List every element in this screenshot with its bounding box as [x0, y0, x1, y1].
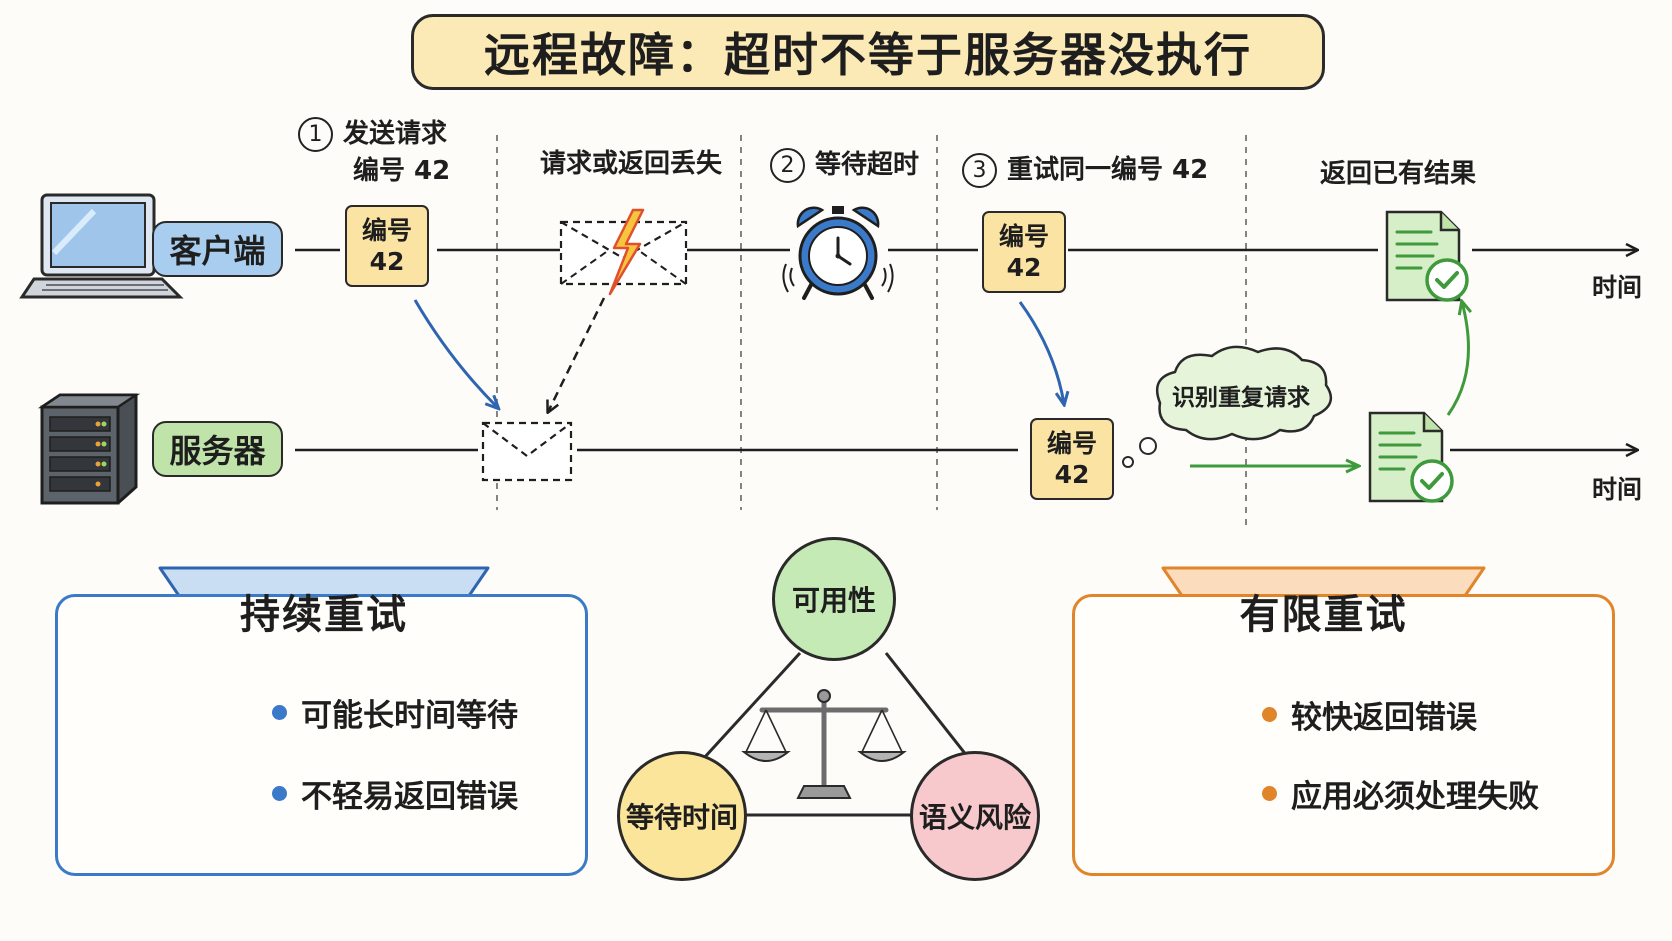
tradeoff-semantic-risk: 语义风险 [910, 751, 1040, 881]
step-number-2: 2 [770, 148, 805, 183]
persistent-retry-panel [55, 594, 588, 876]
client-time-axis-label: 时间 [1592, 273, 1643, 302]
bullet-dot [1262, 707, 1277, 722]
tradeoff-wait-time: 等待时间 [617, 751, 747, 881]
lightning-icon [608, 208, 645, 296]
step-send: 1 发送请求 [298, 117, 447, 152]
request-id-card-server: 编号 42 [1030, 418, 1114, 500]
step-retry-label: 重试同一编号 42 [1007, 155, 1209, 185]
tradeoff-availability: 可用性 [772, 537, 896, 661]
return-result-arrow [1446, 302, 1468, 416]
retry-arrow [1018, 301, 1064, 404]
send-arrow [413, 299, 498, 408]
id-card-value: 42 [369, 247, 405, 276]
id-card-label: 编号 [361, 215, 412, 245]
limited-retry-list: 较快返回错误 应用必须处理失败 [1262, 692, 1539, 816]
list-item-text: 较快返回错误 [1291, 700, 1477, 736]
step-number-1: 1 [298, 117, 333, 152]
dedupe-bubble-text: 识别重复请求 [1172, 385, 1310, 411]
server-time-axis-label: 时间 [1592, 475, 1643, 504]
list-item-text: 可能长时间等待 [301, 698, 518, 734]
step-send-line1: 发送请求 [343, 119, 448, 149]
document-check-icon [1368, 411, 1454, 503]
id-card-label: 编号 [998, 221, 1049, 251]
phase-dividers [496, 135, 1247, 525]
step-number-3: 3 [962, 153, 997, 188]
id-card-value: 42 [1006, 253, 1042, 282]
step-wait-label: 等待超时 [815, 150, 920, 180]
list-item-text: 应用必须处理失败 [1291, 779, 1539, 815]
server-role-label: 服务器 [152, 421, 283, 477]
document-check-icon [1385, 210, 1469, 302]
balance-scale-icon [741, 689, 907, 799]
list-item: 可能长时间等待 [272, 690, 518, 735]
step-retry: 3 重试同一编号 42 [962, 153, 1208, 188]
limited-retry-title: 有限重试 [1239, 592, 1408, 638]
step-lost: 请求或返回丢失 [540, 149, 723, 179]
server-rack-icon [37, 393, 141, 505]
client-role-label: 客户端 [152, 221, 283, 277]
alarm-clock-icon [782, 206, 894, 300]
envelope-icon [481, 421, 573, 482]
limited-retry-panel [1072, 594, 1615, 876]
bullet-dot [272, 786, 287, 801]
persistent-retry-title: 持续重试 [240, 592, 408, 638]
step-send-line2: 编号 42 [353, 156, 451, 186]
bullet-dot [272, 705, 287, 720]
request-id-card-send: 编号 42 [345, 205, 429, 287]
list-item: 较快返回错误 [1262, 692, 1539, 737]
persistent-retry-list: 可能长时间等待 不轻易返回错误 [272, 690, 518, 816]
bullet-dot [1262, 786, 1277, 801]
list-item-text: 不轻易返回错误 [301, 779, 518, 815]
list-item: 不轻易返回错误 [272, 771, 518, 816]
id-card-value: 42 [1054, 460, 1090, 489]
id-card-label: 编号 [1046, 428, 1097, 458]
step-wait: 2 等待超时 [770, 148, 919, 183]
list-item: 应用必须处理失败 [1262, 771, 1539, 816]
tradeoff-triangle [691, 651, 980, 817]
lost-reply-arrow [548, 297, 606, 412]
thought-bubble [1122, 345, 1333, 468]
step-result: 返回已有结果 [1320, 159, 1477, 189]
laptop-icon [19, 193, 184, 299]
request-id-card-retry: 编号 42 [982, 211, 1066, 293]
page-title: 远程故障：超时不等于服务器没执行 [411, 14, 1325, 90]
